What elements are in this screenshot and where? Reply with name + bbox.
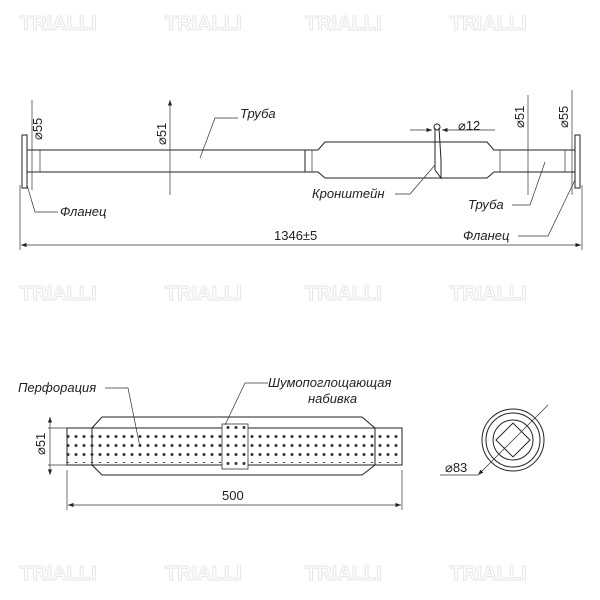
watermarks: TRIALLI TRIALLI TRIALLI TRIALLI TRIALLI … [20,13,528,586]
watermark: TRIALLI [165,13,242,35]
left-pipe [26,149,306,173]
assembly-flange-label-right: Фланец [463,228,509,243]
assembly-pipe-label-right: Труба [468,197,504,212]
watermark: TRIALLI [20,283,97,305]
section-inner-diameter: ⌀51 [33,433,48,455]
section-packing-label-line1: Шумопоглощающая [268,375,391,390]
section-outer-diameter: ⌀83 [445,460,467,475]
assembly-flange-label-left: Фланец [60,204,106,219]
watermark: TRIALLI [450,563,527,585]
assembly-flange-diameter-right: ⌀55 [556,106,571,128]
watermark: TRIALLI [165,563,242,585]
section-perforation-label: Перфорация [18,380,96,395]
muffler-section: ⌀51 Перфорация Шумопоглощающая набивка 5… [18,375,549,510]
cross-section-view: ⌀83 [440,404,549,476]
watermark: TRIALLI [305,13,382,35]
assembly-pipe-diameter-right: ⌀51 [512,106,527,128]
watermark: TRIALLI [450,13,527,35]
watermark: TRIALLI [450,283,527,305]
right-flange [574,134,581,189]
watermark: TRIALLI [20,563,97,585]
assembly-pipe-label-left: Труба [240,106,276,121]
assembly-flange-diameter-left: ⌀55 [30,118,45,140]
assembly-bracket-label: Кронштейн [312,186,385,201]
bracket [434,127,442,180]
watermark: TRIALLI [305,563,382,585]
watermark: TRIALLI [305,283,382,305]
assembly-bracket-diameter: ⌀12 [458,118,480,133]
section-length: 500 [222,488,244,503]
assembly-pipe-diameter-left: ⌀51 [154,123,169,145]
exhaust-assembly: ⌀55 ⌀51 ⌀12 ⌀51 ⌀55 Труба Фланец Кронште… [19,90,583,250]
watermark: TRIALLI [165,283,242,305]
assembly-total-length: 1346±5 [274,228,317,243]
section-packing-label-line2: набивка [308,391,357,406]
left-flange [21,134,28,189]
watermark: TRIALLI [20,13,97,35]
